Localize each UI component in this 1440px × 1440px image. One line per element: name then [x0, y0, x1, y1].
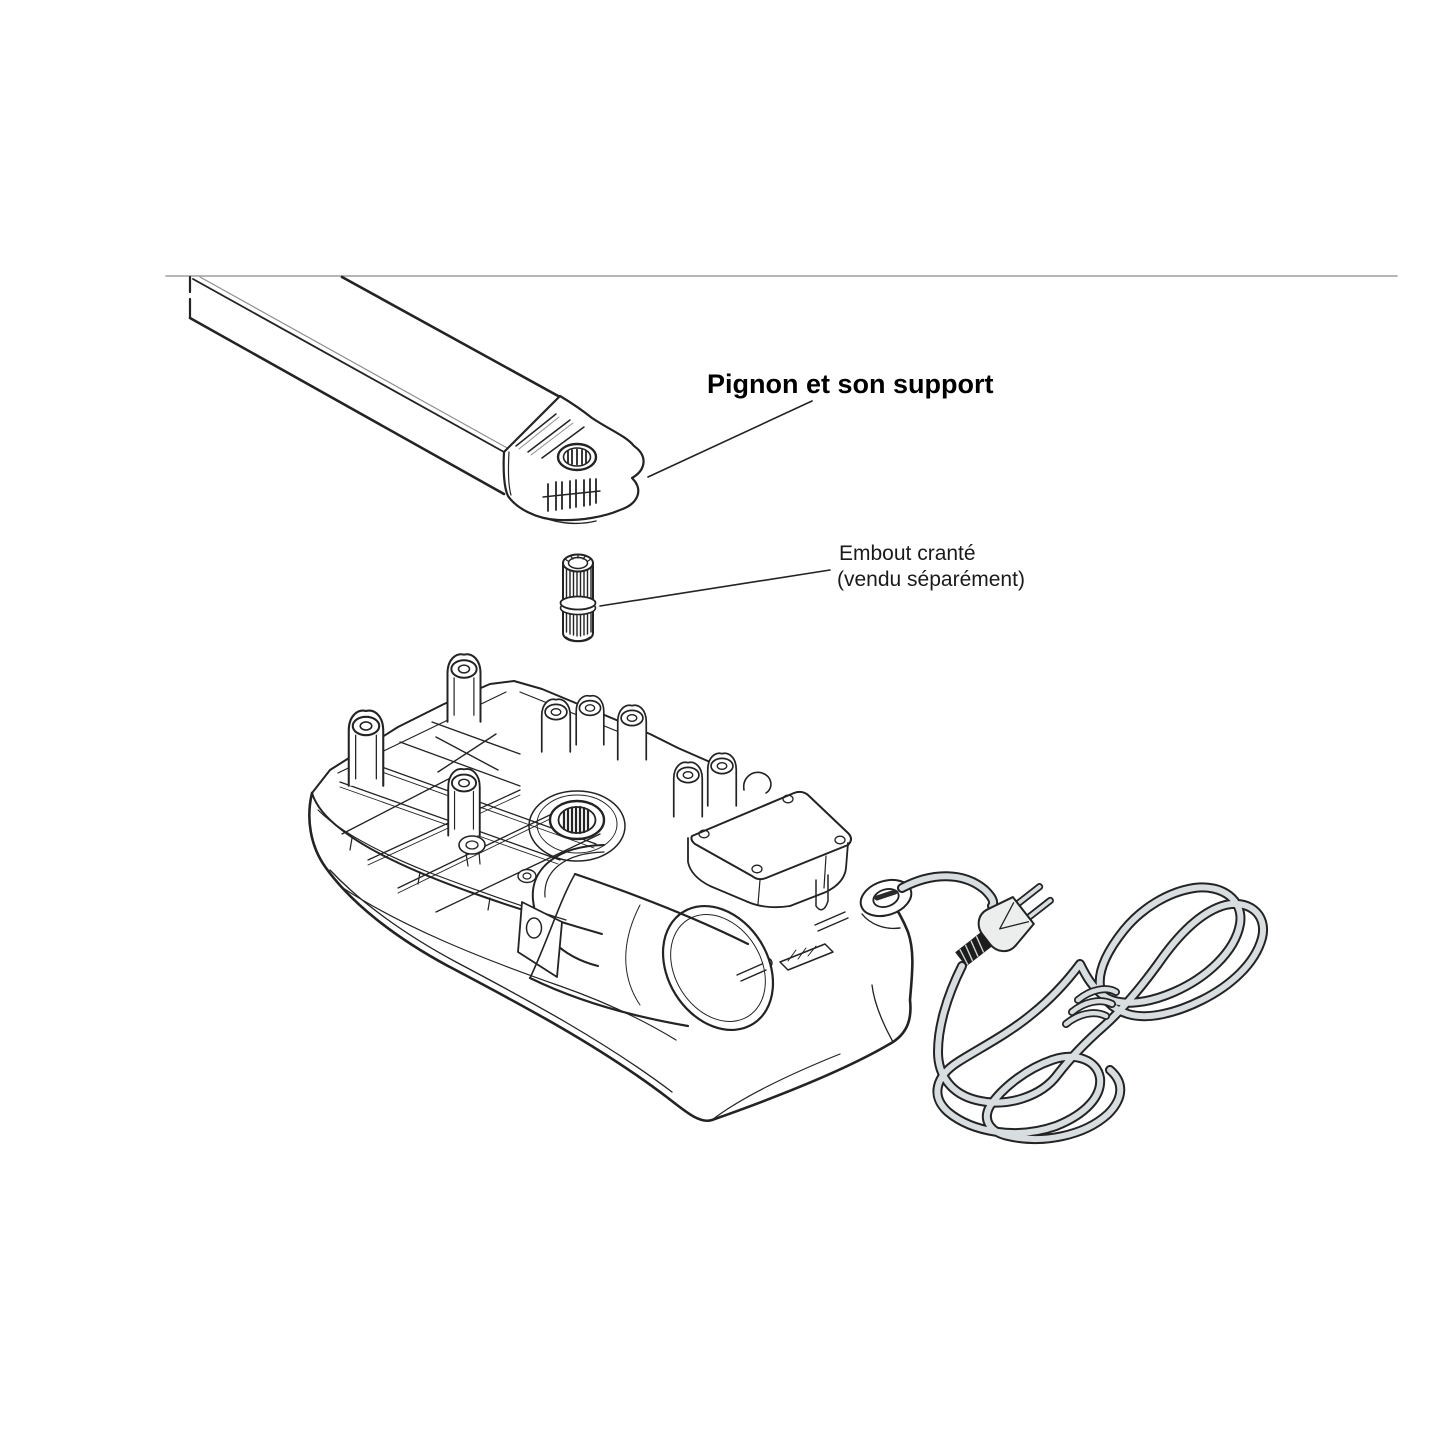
cone-boss-stem	[465, 851, 481, 867]
cylinder-end-cap-inner	[670, 914, 766, 1022]
rail-crease-line	[192, 278, 505, 453]
cylinder-end-cap	[661, 904, 775, 1032]
rim-details	[736, 911, 849, 982]
label-adapter-line1: Embout cranté	[839, 542, 976, 565]
plug-face-detail	[999, 902, 1030, 930]
hub-spline-teeth	[562, 805, 590, 835]
rail-top-edge	[340, 275, 562, 399]
cone-boss-center	[465, 840, 479, 850]
tower	[706, 752, 738, 807]
pinion-spline-teeth	[567, 448, 587, 466]
boss-rim-arc	[861, 913, 901, 930]
dome-boss-center	[522, 872, 532, 880]
pinion-spline-bore	[562, 447, 592, 467]
gearbox-corner-posts	[757, 855, 827, 905]
housing-tub-inner-rim	[329, 869, 673, 1093]
power-plug-illustration	[955, 883, 1054, 967]
ribs-up-right-double	[367, 794, 555, 894]
tower	[672, 761, 704, 818]
volute-inner	[544, 851, 605, 898]
housing-mid-seam	[339, 885, 677, 1041]
ribs-up-right	[341, 771, 601, 913]
bracket-hole	[525, 917, 543, 939]
vent-hatch	[787, 945, 817, 962]
tower	[616, 704, 648, 761]
gearbox-screw	[782, 794, 794, 804]
pinion-support-illustration	[502, 394, 645, 525]
gearbox-bottom-edge	[747, 901, 791, 909]
housing-tub-outline	[308, 791, 914, 1123]
leader-line-pinion	[647, 400, 813, 478]
adapter-ring	[559, 595, 597, 611]
gearbox-left-side	[687, 837, 749, 903]
cylinder-top-edge	[573, 872, 750, 946]
rim-ridge	[814, 911, 849, 932]
mounting-towers	[347, 653, 772, 837]
gearbox-right-side	[789, 842, 849, 907]
hub-platform-inner	[536, 794, 618, 854]
cylinder-bottom-edge	[528, 976, 690, 1028]
label-adapter-line2: (vendu séparément)	[837, 568, 1025, 591]
tower	[447, 768, 481, 837]
dome-boss	[517, 868, 537, 884]
gearbox-clip	[815, 874, 829, 911]
bracket-plate	[517, 901, 563, 978]
hub-platform	[528, 790, 626, 862]
motor-unit-illustration	[308, 653, 914, 1123]
gearbox-screw	[698, 829, 710, 839]
housing-right-inner	[871, 984, 894, 1043]
support-ribs	[515, 413, 585, 459]
tower	[575, 694, 605, 746]
cable-exit-boss	[859, 878, 913, 930]
adapter-bottom-shade	[565, 636, 591, 642]
tower	[446, 653, 482, 723]
tower	[540, 698, 572, 753]
cable-knot	[1062, 985, 1120, 1028]
rim-ridge	[736, 963, 767, 982]
pinion-gear-midline	[542, 490, 601, 498]
x-brace	[435, 733, 499, 773]
tower	[347, 709, 385, 787]
cone-boss	[458, 835, 486, 855]
leader-line-adapter	[599, 569, 831, 607]
label-pinion-support: Pignon et son support	[707, 369, 993, 399]
central-splined-hub	[528, 790, 626, 862]
support-bottom-detail	[544, 517, 597, 525]
volute-scroll	[531, 844, 605, 967]
drive-rail-illustration	[188, 275, 562, 496]
annotations: Pignon et son support Embout cranté (ven…	[599, 369, 1025, 607]
tower-ear-lobe	[742, 771, 772, 794]
rail-bottom-edge	[188, 316, 506, 496]
cylinder-left-end	[529, 873, 576, 979]
motor-cylinder	[528, 872, 775, 1032]
side-bracket	[517, 901, 563, 978]
support-edge-line	[507, 451, 512, 496]
cable-cores	[899, 873, 1267, 1143]
toothed-adapter-illustration	[559, 553, 597, 643]
vent-slot	[779, 943, 834, 971]
rail-crease-highlight	[199, 276, 510, 450]
housing-bottom-right-seam	[711, 1053, 841, 1121]
gearbox-screw	[751, 864, 763, 874]
cable-stub-core	[899, 873, 997, 909]
gearbox	[687, 790, 852, 911]
power-cable-illustration	[897, 871, 1269, 1145]
gearbox-screw	[834, 835, 846, 845]
cylinder-seam	[625, 904, 641, 1006]
support-rib-highlights	[518, 416, 574, 456]
cable-coil-core	[934, 884, 1267, 1143]
boss-slot	[874, 889, 898, 901]
strain-relief-ribs	[959, 936, 985, 965]
knot-wraps-core	[1063, 987, 1119, 1027]
adapter-rim-notches	[564, 554, 592, 562]
